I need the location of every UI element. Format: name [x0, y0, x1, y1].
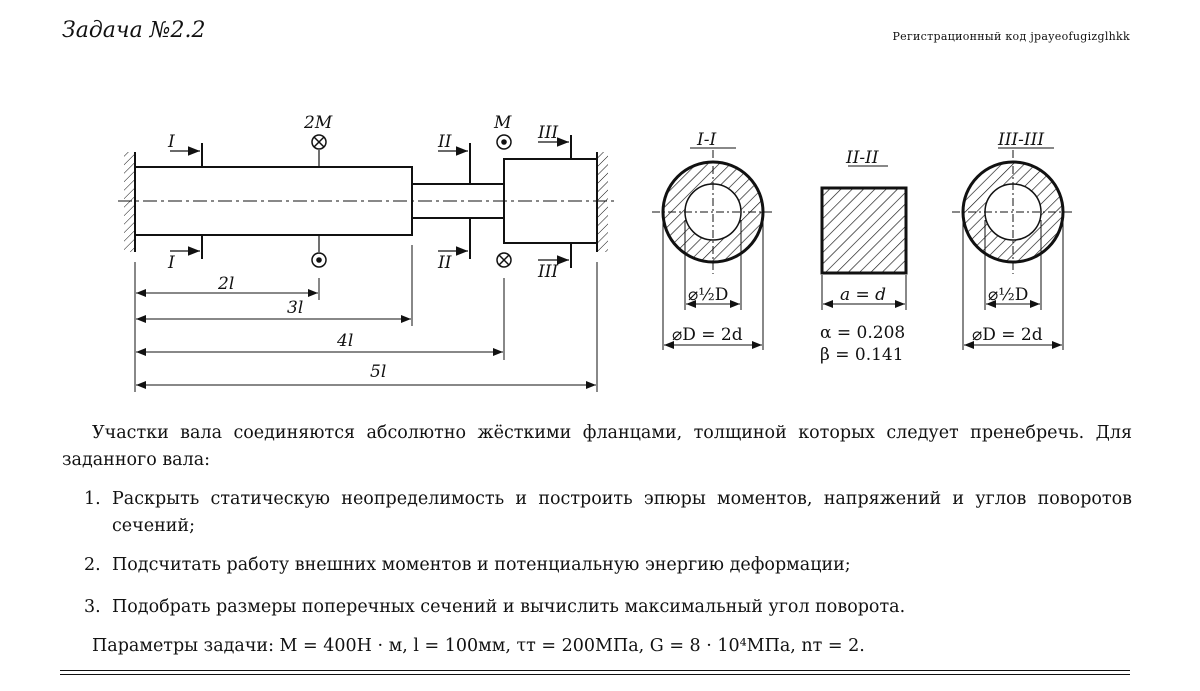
list-number: 3. [84, 597, 101, 617]
section-iii-iii-outer-dim: ⌀D = 2d [972, 325, 1043, 345]
list-item: 1. Раскрыть статическую неопределимость и… [84, 486, 1132, 540]
section-iii-iii [952, 147, 1074, 350]
list-number: 1. [84, 489, 101, 509]
section-iii-iii-inner-dim: ⌀½D [988, 285, 1028, 305]
section-i-label-top: I [167, 132, 175, 152]
section-i-i-title: I-I [696, 130, 716, 150]
task-parameters: Параметры задачи: M = 400Н · м, l = 100м… [92, 636, 865, 656]
list-item: 3. Подобрать размеры поперечных сечений и… [84, 594, 1132, 621]
shaft-diagram: 2M M I I II II III III 2l 3l 4l 5l I-I ⌀… [118, 113, 1074, 392]
list-text: Раскрыть статическую неопределимость и п… [112, 489, 1132, 536]
list-item: 2. Подсчитать работу внешних моментов и п… [84, 552, 1132, 579]
shaft [118, 134, 615, 392]
section-ii-label-bottom: II [437, 253, 452, 273]
section-ii-ii [820, 165, 908, 310]
task-title: Задача №2.2 [62, 18, 206, 43]
alpha-value: α = 0.208 [820, 323, 905, 343]
dim-2l: 2l [217, 274, 234, 294]
beta-value: β = 0.141 [820, 345, 904, 365]
section-ii-ii-title: II-II [845, 148, 879, 168]
dim-5l: 5l [370, 362, 386, 382]
section-ii-label-top: II [437, 132, 452, 152]
moment-2m-label: 2M [303, 113, 333, 133]
section-ii-ii-side: a = d [840, 285, 886, 305]
dim-4l: 4l [336, 331, 353, 351]
list-text: Подсчитать работу внешних моментов и пот… [112, 555, 851, 575]
intro-paragraph: Участки вала соединяются абсолютно жёстк… [62, 423, 1132, 470]
section-i-label-bottom: I [167, 253, 175, 273]
registration-code: Регистрационный код jpayeofugizglhkk [892, 30, 1130, 43]
bottom-rule [60, 670, 1130, 671]
section-i-i-inner-dim: ⌀½D [688, 285, 728, 305]
bottom-rule-2 [60, 674, 1130, 675]
list-number: 2. [84, 555, 101, 575]
moment-m-label: M [493, 113, 512, 133]
list-text: Подобрать размеры поперечных сечений и в… [112, 597, 906, 617]
dim-3l: 3l [287, 298, 303, 318]
section-iii-label-top: III [537, 123, 558, 143]
section-iii-iii-title: III-III [997, 130, 1044, 150]
section-i-i-outer-dim: ⌀D = 2d [672, 325, 743, 345]
section-iii-label-bottom: III [537, 262, 558, 282]
section-i-i [652, 147, 774, 350]
